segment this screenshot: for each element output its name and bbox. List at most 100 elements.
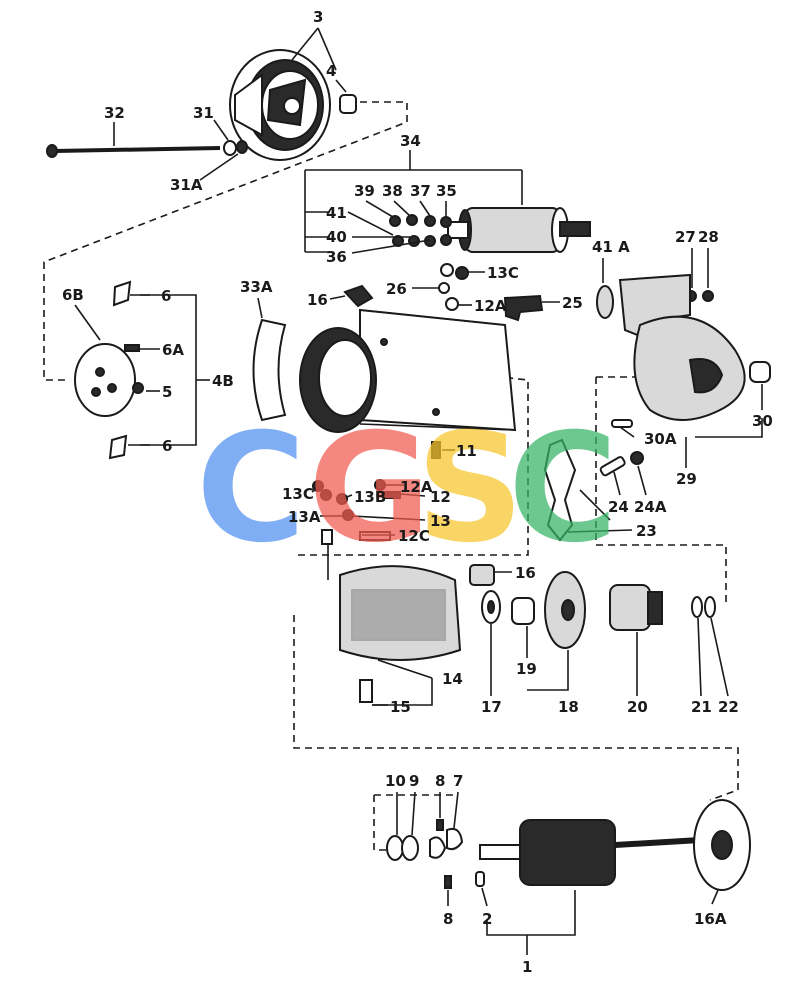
label-41a: 41 A: [592, 238, 630, 256]
part-pin-24: [599, 451, 644, 477]
label-4b: 4B: [212, 372, 234, 390]
label-6b: 6B: [62, 286, 84, 304]
label-26: 26: [386, 280, 407, 298]
label-1: 1: [522, 958, 532, 976]
label-2: 2: [482, 910, 492, 928]
part-washers-9-10: [386, 835, 419, 861]
label-12: 12: [430, 488, 451, 506]
dashed-connections: [43, 101, 739, 851]
label-25: 25: [562, 294, 583, 312]
part-center-hardware: [312, 479, 401, 541]
label-41: 41: [326, 204, 347, 222]
label-30a: 30A: [644, 430, 677, 448]
label-28: 28: [698, 228, 719, 246]
part-drive-20: [609, 584, 663, 631]
part-armature: [479, 819, 701, 886]
part-brush-6-upper: [112, 280, 132, 307]
label-13c-lower: 13C: [282, 485, 314, 503]
part-solenoid: [447, 207, 591, 253]
watermark-letter-c2: C: [508, 402, 618, 576]
label-13a: 13A: [288, 508, 321, 526]
part-washers-31: [223, 140, 248, 156]
label-36: 36: [326, 248, 347, 266]
label-12a-upper: 12A: [474, 297, 507, 315]
label-16a: 16A: [694, 910, 727, 928]
part-bushing-30: [749, 361, 771, 383]
part-rings-21-22: [691, 596, 716, 618]
part-terminal-25: [503, 294, 544, 322]
part-washer-17: [481, 590, 501, 624]
label-8-upper: 8: [435, 772, 445, 790]
label-15: 15: [390, 698, 411, 716]
label-38: 38: [382, 182, 403, 200]
label-33a: 33A: [240, 278, 273, 296]
part-drive-housing: [618, 273, 746, 421]
label-37: 37: [410, 182, 431, 200]
watermark-letter-g: G: [308, 402, 431, 576]
part-bushing-top: [339, 94, 357, 114]
label-31: 31: [193, 104, 214, 122]
label-6a: 6A: [162, 341, 184, 359]
label-19: 19: [516, 660, 537, 678]
part-screw-11: [431, 441, 441, 459]
part-pin-30a: [611, 419, 633, 428]
label-6-lower: 6: [162, 437, 172, 455]
part-terminal-15: [359, 679, 373, 703]
part-pin-2: [475, 871, 485, 887]
part-ring-33a: [252, 318, 287, 422]
label-13c-upper: 13C: [487, 264, 519, 282]
part-shift-lever: [543, 438, 577, 542]
label-7: 7: [453, 772, 463, 790]
part-end-frame-16a: [693, 799, 751, 891]
label-27: 27: [675, 228, 696, 246]
label-22: 22: [718, 698, 739, 716]
part-screws-8: [436, 819, 452, 889]
label-18: 18: [558, 698, 579, 716]
label-16-lower: 16: [515, 564, 536, 582]
part-brush-plate: [74, 343, 136, 417]
part-bushing-19: [511, 597, 535, 625]
label-34: 34: [400, 132, 421, 150]
label-11: 11: [456, 442, 477, 460]
part-screw-6a: [124, 344, 140, 352]
label-5: 5: [162, 383, 172, 401]
label-6-upper: 6: [161, 287, 171, 305]
label-32: 32: [104, 104, 125, 122]
part-plate-18: [544, 571, 586, 649]
part-end-cap: [229, 49, 331, 161]
label-24: 24: [608, 498, 629, 516]
part-26-12a-upper: [438, 282, 459, 311]
label-3: 3: [313, 8, 323, 26]
label-17: 17: [481, 698, 502, 716]
label-23: 23: [636, 522, 657, 540]
label-10: 10: [385, 772, 406, 790]
part-through-bolt: [46, 144, 221, 158]
label-12a-lower: 12A: [400, 478, 433, 496]
label-24a: 24A: [634, 498, 667, 516]
part-16-lower: [469, 564, 495, 586]
part-nut-5: [132, 382, 144, 394]
watermark-logo: C G S C: [196, 402, 618, 576]
label-4: 4: [326, 62, 336, 80]
label-35: 35: [436, 182, 457, 200]
part-16-upper: [343, 284, 374, 308]
part-brushes-7: [429, 827, 464, 859]
leader-lines: [74, 27, 763, 955]
label-39: 39: [354, 182, 375, 200]
part-brush-6-lower: [108, 434, 128, 460]
label-21: 21: [691, 698, 712, 716]
label-14: 14: [442, 670, 463, 688]
part-nut-13c-upper: [440, 263, 469, 280]
label-8-lower: 8: [443, 910, 453, 928]
label-40: 40: [326, 228, 347, 246]
label-13: 13: [430, 512, 451, 530]
label-13b: 13B: [354, 488, 386, 506]
part-labels: 3 4 32 31 31A 34 39 38 37 35 41 40 36 41…: [62, 8, 773, 976]
part-frame: [299, 308, 517, 433]
label-16-upper: 16: [307, 291, 328, 309]
part-field-coils: [321, 529, 462, 661]
part-seal-41a: [596, 285, 614, 319]
label-30: 30: [752, 412, 773, 430]
watermark-letter-s: S: [416, 402, 524, 576]
